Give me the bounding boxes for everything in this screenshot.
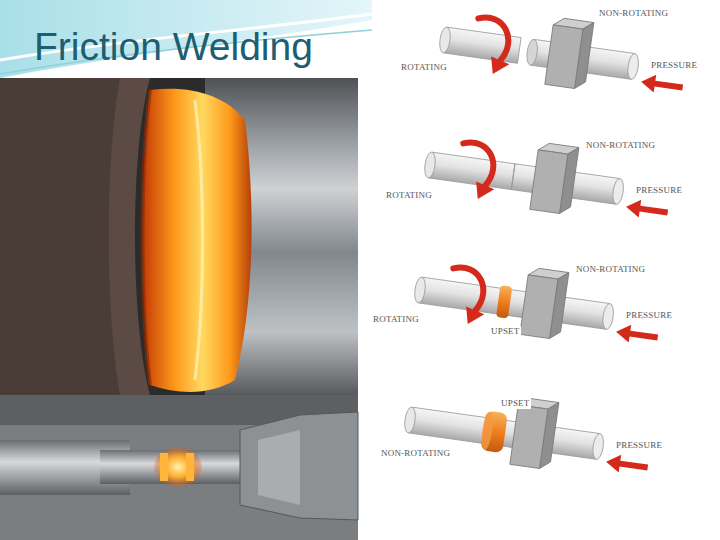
step-1-parts bbox=[436, 2, 690, 104]
weld-photo bbox=[0, 78, 358, 395]
part-label: PRESSURE bbox=[625, 310, 673, 321]
part-label: ROTATING bbox=[385, 190, 433, 201]
part-label: ROTATING bbox=[400, 62, 448, 73]
machine-photo bbox=[0, 395, 358, 540]
part-label: NON-ROTATING bbox=[585, 140, 656, 151]
header-swoosh bbox=[0, 0, 372, 78]
part-label: UPSET bbox=[490, 326, 521, 337]
part-label: NON-ROTATING bbox=[380, 448, 451, 459]
step-2-parts bbox=[421, 127, 675, 229]
part-label: PRESSURE bbox=[650, 60, 698, 71]
part-label: NON-ROTATING bbox=[598, 8, 669, 19]
part-label: UPSET bbox=[500, 398, 531, 409]
step-4-parts bbox=[401, 382, 655, 484]
slide-title: Friction Welding bbox=[34, 26, 313, 69]
step-3-parts bbox=[411, 252, 665, 354]
part-label: PRESSURE bbox=[635, 185, 683, 196]
part-label: PRESSURE bbox=[615, 440, 663, 451]
part-label: ROTATING bbox=[372, 314, 420, 325]
part-label: NON-ROTATING bbox=[575, 264, 646, 275]
